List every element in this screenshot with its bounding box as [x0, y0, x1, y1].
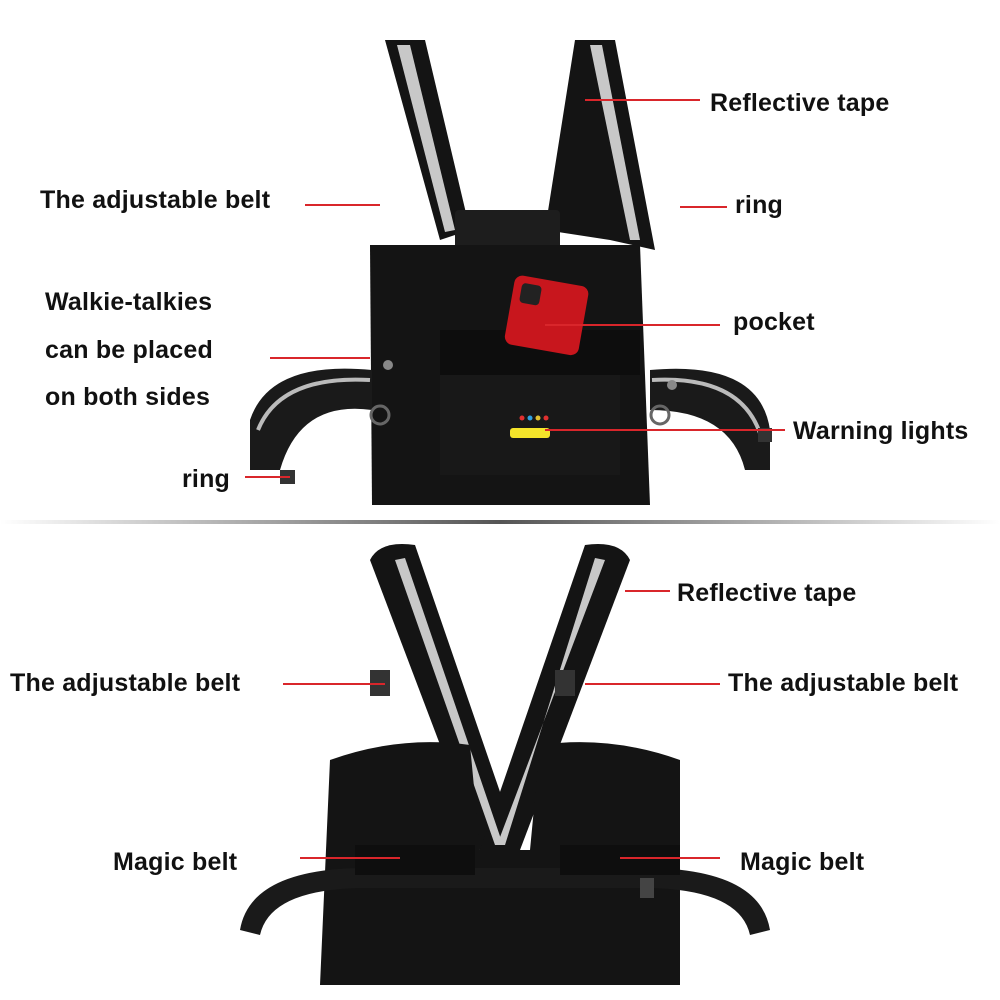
reflective-strip-right	[590, 45, 640, 240]
label-walkie-line3: on both sides	[45, 383, 211, 411]
label-back-adjustable-right: The adjustable belt	[728, 669, 959, 697]
label-ring-right: ring	[735, 191, 784, 219]
leader-back-adjustable-left	[283, 683, 385, 685]
label-reflective-tape: Reflective tape	[710, 89, 890, 117]
leader-reflective-tape	[585, 99, 700, 101]
back-vest	[240, 544, 770, 985]
label-back-reflective-tape: Reflective tape	[677, 579, 857, 607]
divider	[0, 520, 1000, 524]
leader-ring-left	[245, 476, 290, 478]
label-adjustable-belt: The adjustable belt	[40, 186, 271, 214]
label-ring-left: ring	[182, 465, 231, 493]
front-vest	[250, 40, 772, 505]
label-magic-belt-left: Magic belt	[113, 848, 238, 876]
label-warning-lights: Warning lights	[793, 417, 969, 445]
leader-warning-lights	[545, 429, 785, 431]
leader-walkie	[270, 357, 370, 359]
leader-magic-belt-right	[620, 857, 720, 859]
leader-back-adjustable-right	[585, 683, 720, 685]
reflective-strip-left	[397, 45, 455, 232]
label-walkie-line1: Walkie-talkies	[45, 288, 213, 316]
label-pocket: pocket	[733, 308, 815, 336]
leader-back-reflective-tape	[625, 590, 670, 592]
leader-adjustable-belt	[305, 204, 380, 206]
label-back-adjustable-left: The adjustable belt	[10, 669, 241, 697]
label-walkie-line2: can be placed	[45, 336, 213, 364]
label-magic-belt-right: Magic belt	[740, 848, 865, 876]
leader-pocket	[545, 324, 720, 326]
phone	[504, 275, 589, 356]
warning-lights	[510, 428, 550, 438]
leader-magic-belt-left	[300, 857, 400, 859]
leader-ring-right	[680, 206, 727, 208]
